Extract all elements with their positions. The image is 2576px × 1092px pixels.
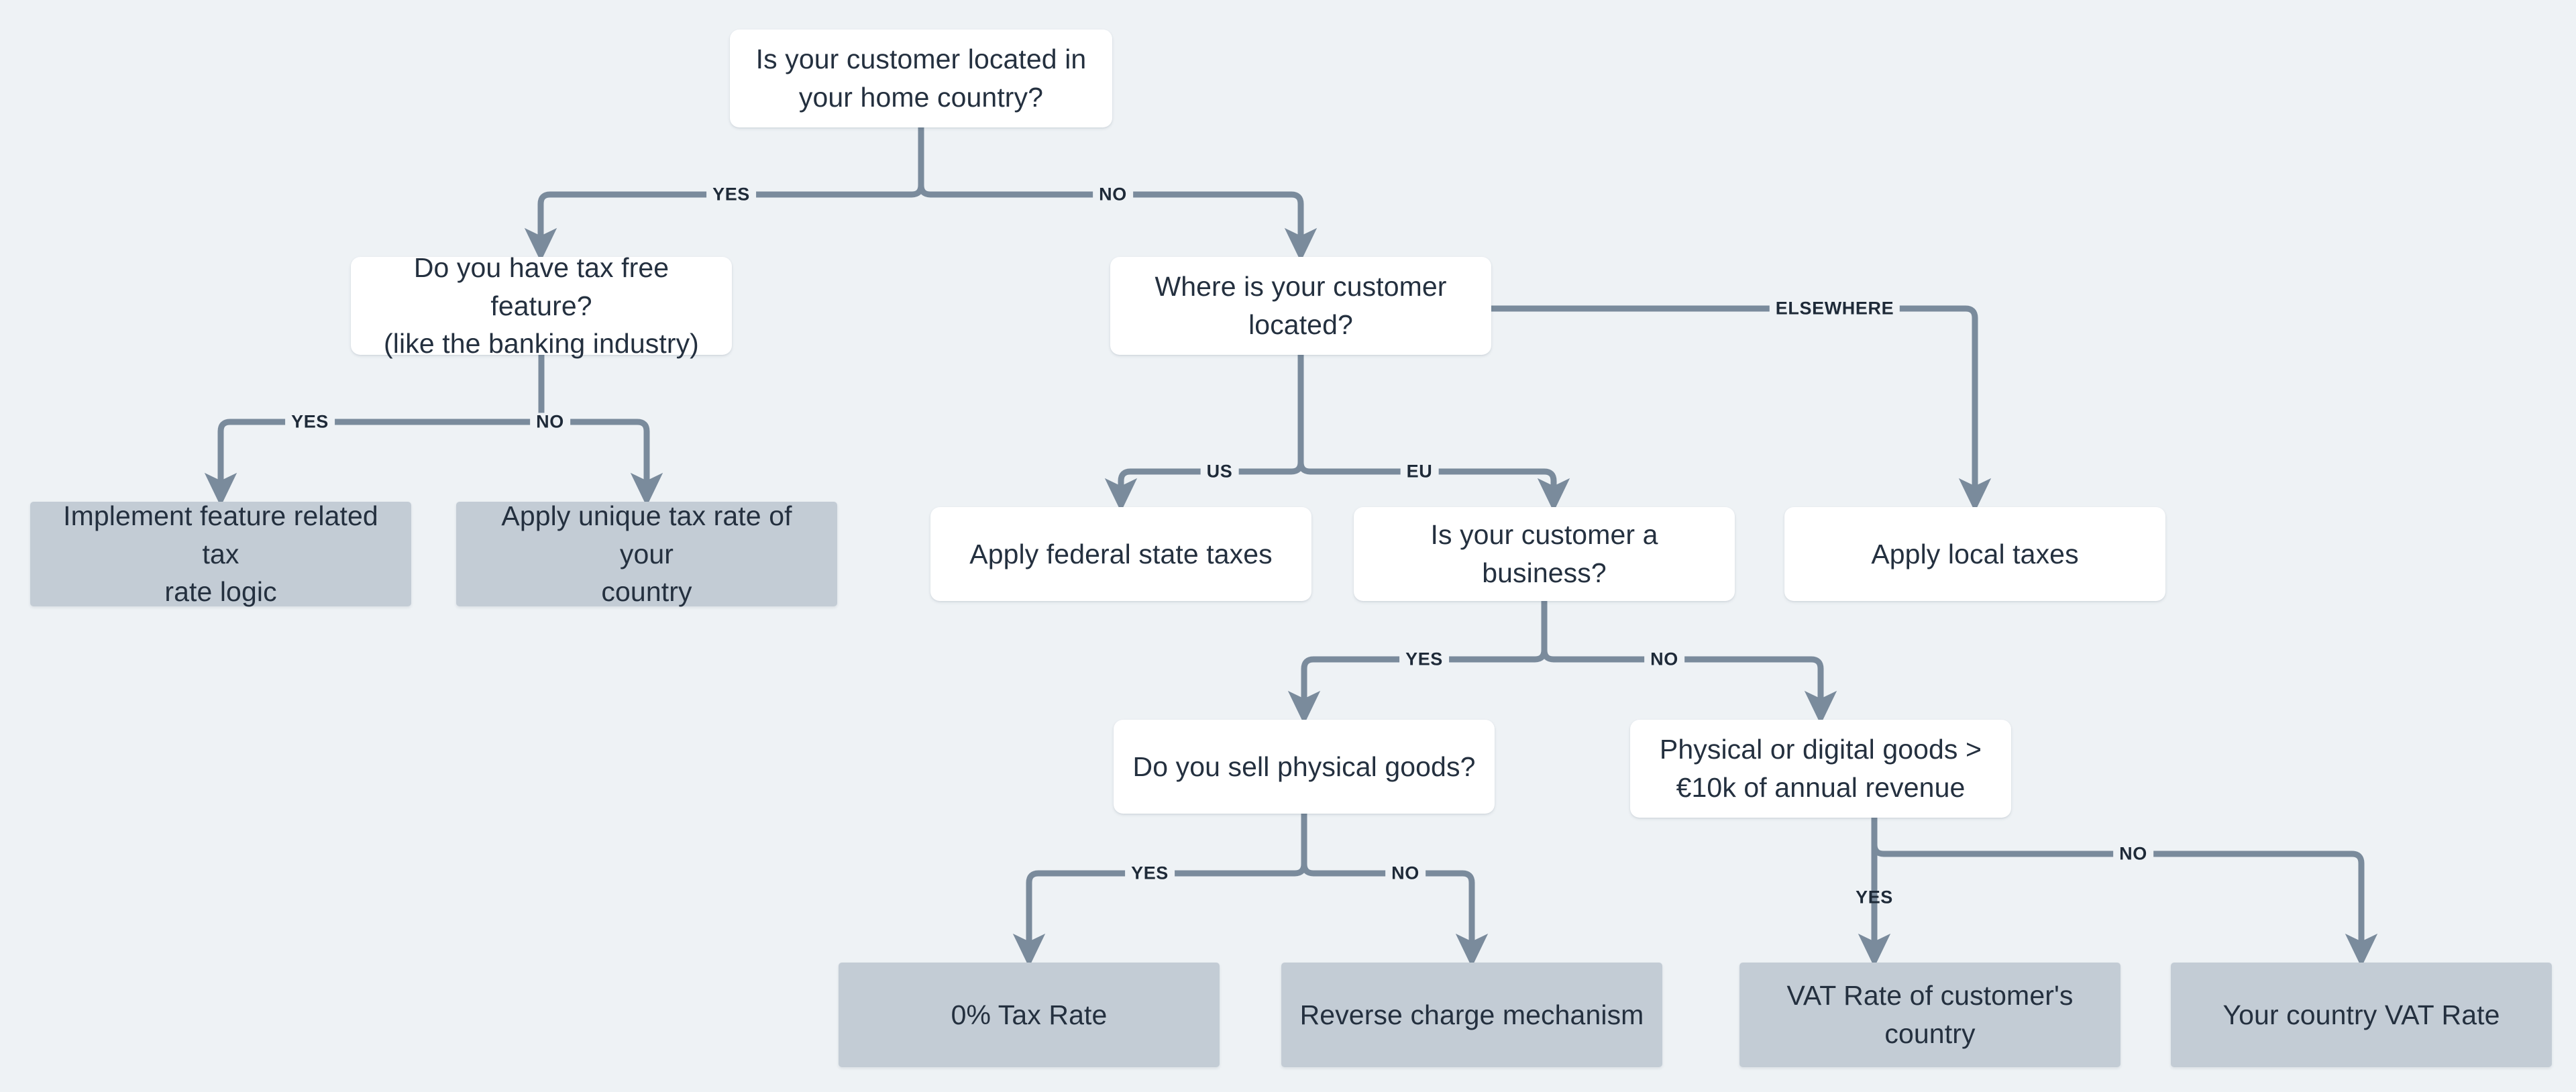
node-your-country-vat-rate[interactable]: Your country VAT Rate — [2171, 963, 2552, 1067]
node-vat-rate-customer-country[interactable]: VAT Rate of customer's country — [1739, 963, 2121, 1067]
edge-label-yes-business: YES — [1399, 650, 1449, 669]
node-sell-physical-goods[interactable]: Do you sell physical goods? — [1114, 720, 1495, 814]
edge-label-us: US — [1200, 462, 1239, 481]
node-tax-free-feature[interactable]: Do you have tax free feature? (like the … — [351, 252, 732, 359]
edge-label-no-revenue-threshold: NO — [2113, 844, 2153, 863]
edge-elsewhere-customer-location — [1488, 305, 1992, 512]
edge-label-yes-physical-goods: YES — [1125, 864, 1175, 883]
node-apply-federal-state-taxes[interactable]: Apply federal state taxes — [930, 507, 1311, 601]
edge-label-yes-tax-free: YES — [285, 413, 335, 431]
node-implement-feature-tax-logic[interactable]: Implement feature related tax rate logic — [30, 500, 411, 607]
edge-yes-tax-free — [204, 351, 545, 507]
edge-label-no-tax-free: NO — [530, 413, 570, 431]
edge-label-no-physical-goods: NO — [1385, 864, 1426, 883]
edge-label-yes-revenue-threshold: YES — [1856, 887, 1893, 908]
edge-label-no-home-country: NO — [1093, 185, 1133, 204]
edge-label-eu: EU — [1400, 462, 1439, 481]
node-zero-tax-rate[interactable]: 0% Tax Rate — [839, 963, 1220, 1067]
edge-label-no-business: NO — [1644, 650, 1684, 669]
node-goods-revenue-threshold[interactable]: Physical or digital goods > €10k of annu… — [1630, 720, 2011, 818]
edge-label-yes-home-country: YES — [706, 185, 756, 204]
node-apply-unique-tax-rate[interactable]: Apply unique tax rate of your country — [456, 500, 837, 607]
node-where-customer-located[interactable]: Where is your customer located? — [1110, 257, 1491, 355]
node-apply-local-taxes[interactable]: Apply local taxes — [1784, 507, 2165, 601]
node-is-customer-home-country[interactable]: Is your customer located in your home co… — [730, 30, 1112, 127]
node-reverse-charge-mechanism[interactable]: Reverse charge mechanism — [1281, 963, 1662, 1067]
edge-label-elsewhere: ELSEWHERE — [1769, 299, 1900, 318]
node-is-customer-business[interactable]: Is your customer a business? — [1354, 507, 1735, 601]
